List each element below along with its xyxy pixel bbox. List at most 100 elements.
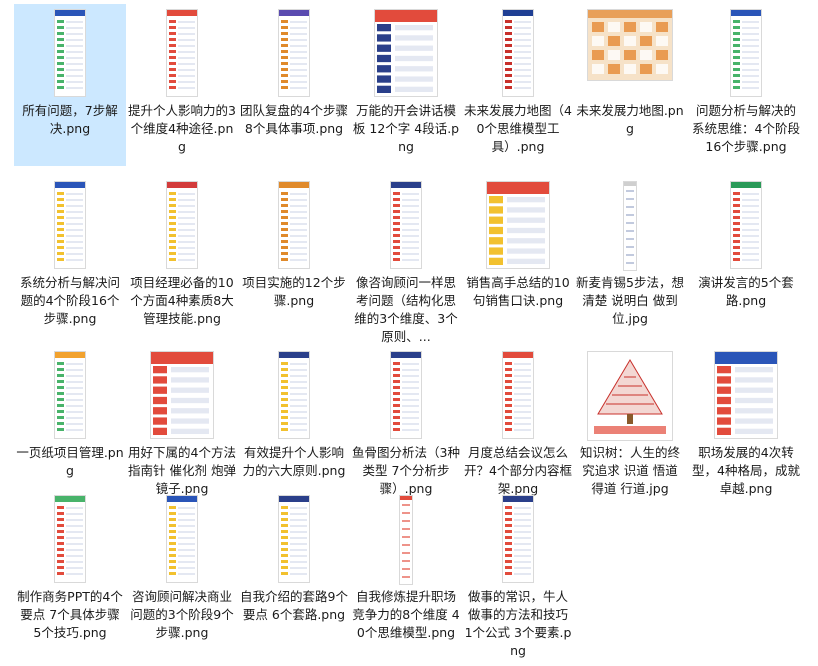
file-name-label: 销售高手总结的10句销售口诀.png [466,275,570,308]
file-thumbnail [690,10,802,102]
file-thumbnail [574,10,686,102]
file-item[interactable]: 提升个人影响力的3个维度4种途径.png [126,4,238,166]
file-name-label: 用好下属的4个方法 指南针 催化剂 炮弹 镜子.png [128,445,236,496]
file-name-label: 知识树：人生的终究追求 识道 悟道 得道 行道.jpg [579,445,680,496]
file-thumbnail-image [279,182,309,268]
file-item[interactable]: 项目经理必备的10个方面4种素质8大管理技能.png [126,176,238,338]
file-thumbnail-image [731,182,761,268]
file-thumbnail-image [731,10,761,96]
file-thumbnail [14,352,126,444]
file-thumbnail [574,182,686,274]
file-item[interactable]: 未来发展力地图.png [574,4,686,166]
file-item[interactable]: 团队复盘的4个步骤8个具体事项.png [238,4,350,166]
file-item[interactable]: 新麦肯锡5步法，想清楚 说明白 做到位.jpg [574,176,686,338]
file-thumbnail-image [400,496,412,584]
file-thumbnail-image [503,496,533,582]
file-thumbnail-image [55,352,85,438]
file-thumbnail-image [503,352,533,438]
file-thumbnail-image [391,352,421,438]
file-name-label: 像咨询顾问一样思考问题（结构化思维的3个维度、3个原则、... [354,275,458,344]
file-thumbnail [462,352,574,444]
file-name-label: 咨询顾问解决商业问题的3个阶段9个步骤.png [130,589,234,640]
file-thumbnail-image [55,10,85,96]
file-thumbnail-image [588,352,672,440]
file-name-label: 月度总结会议怎么开？4个部分内容框架.png [464,445,572,496]
file-thumbnail-image [588,10,672,80]
file-thumbnail [14,182,126,274]
file-item[interactable]: 系统分析与解决问题的4个阶段16个步骤.png [14,176,126,338]
file-item[interactable]: 做事的常识，牛人做事的方法和技巧 1个公式 3个要素.png [462,490,574,658]
file-item[interactable]: 鱼骨图分析法（3种类型 7个分析步骤）.png [350,346,462,508]
file-thumbnail-image [167,496,197,582]
file-thumbnail [462,10,574,102]
file-item[interactable]: 销售高手总结的10句销售口诀.png [462,176,574,338]
file-thumbnail-image [279,352,309,438]
file-item[interactable]: 咨询顾问解决商业问题的3个阶段9个步骤.png [126,490,238,652]
file-thumbnail [14,10,126,102]
file-name-label: 有效提升个人影响力的六大原则.png [242,445,346,478]
file-name-label: 做事的常识，牛人做事的方法和技巧 1个公式 3个要素.png [464,589,572,658]
file-thumbnail [350,352,462,444]
file-name-label: 鱼骨图分析法（3种类型 7个分析步骤）.png [352,445,460,496]
file-item[interactable]: 月度总结会议怎么开？4个部分内容框架.png [462,346,574,508]
file-name-label: 所有问题，7步解决.png [22,103,118,136]
file-item[interactable]: 自我修炼提升职场竞争力的8个维度 40个思维模型.png [350,490,462,652]
file-thumbnail [350,10,462,102]
file-thumbnail-image [167,10,197,96]
file-item[interactable]: 像咨询顾问一样思考问题（结构化思维的3个维度、3个原则、... [350,176,462,344]
file-name-label: 演讲发言的5个套路.png [698,275,794,308]
file-thumbnail-image [487,182,549,268]
file-thumbnail [238,182,350,274]
file-item[interactable]: 职场发展的4次转型，4种格局，成就卓越.png [690,346,802,508]
file-item[interactable]: 用好下属的4个方法 指南针 催化剂 炮弹 镜子.png [126,346,238,508]
file-thumbnail-image [279,496,309,582]
file-thumbnail [126,182,238,274]
file-item[interactable]: 所有问题，7步解决.png [14,4,126,166]
file-item[interactable]: 问题分析与解决的系统思维：4个阶段16个步骤.png [690,4,802,166]
file-name-label: 新麦肯锡5步法，想清楚 说明白 做到位.jpg [576,275,684,326]
file-name-label: 项目经理必备的10个方面4种素质8大管理技能.png [130,275,234,326]
file-thumbnail [462,182,574,274]
file-name-label: 系统分析与解决问题的4个阶段16个步骤.png [19,275,120,326]
file-thumbnail [462,496,574,588]
file-item[interactable]: 自我介绍的套路9个要点 6个套路.png [238,490,350,652]
file-thumbnail [14,496,126,588]
file-thumbnail-image [503,10,533,96]
file-thumbnail-image [55,182,85,268]
file-item[interactable]: 一页纸项目管理.png [14,346,126,508]
file-item[interactable]: 项目实施的12个步骤.png [238,176,350,338]
file-name-label: 职场发展的4次转型，4种格局，成就卓越.png [692,445,800,496]
file-item[interactable]: 有效提升个人影响力的六大原则.png [238,346,350,508]
file-name-label: 团队复盘的4个步骤8个具体事项.png [240,103,348,136]
file-thumbnail-image [624,182,636,270]
file-thumbnail [238,10,350,102]
file-name-label: 未来发展力地图.png [576,103,684,136]
file-name-label: 万能的开会讲话模板 12个字 4段话.png [352,103,460,154]
file-item[interactable]: 制作商务PPT的4个要点 7个具体步骤 5个技巧.png [14,490,126,652]
file-thumbnail-image [375,10,437,96]
file-thumbnail [126,10,238,102]
file-name-label: 提升个人影响力的3个维度4种途径.png [128,103,236,154]
file-name-label: 制作商务PPT的4个要点 7个具体步骤 5个技巧.png [17,589,123,640]
file-item[interactable]: 万能的开会讲话模板 12个字 4段话.png [350,4,462,166]
file-thumbnail [238,352,350,444]
file-thumbnail [350,496,462,588]
file-item[interactable]: 未来发展力地图（40个思维模型工具）.png [462,4,574,166]
file-item[interactable]: 知识树：人生的终究追求 识道 悟道 得道 行道.jpg [574,346,686,508]
file-name-label: 未来发展力地图（40个思维模型工具）.png [464,103,572,154]
file-thumbnail-image [151,352,213,438]
file-thumbnail [238,496,350,588]
file-thumbnail-image [715,352,777,438]
file-name-label: 自我介绍的套路9个要点 6个套路.png [240,589,348,622]
file-thumbnail-image [55,496,85,582]
file-name-label: 项目实施的12个步骤.png [242,275,346,308]
file-name-label: 问题分析与解决的系统思维：4个阶段16个步骤.png [692,103,800,154]
file-thumbnail [126,352,238,444]
file-thumbnail [690,352,802,444]
file-thumbnail [126,496,238,588]
file-thumbnail-image [167,182,197,268]
file-item[interactable]: 演讲发言的5个套路.png [690,176,802,338]
file-thumbnail-image [391,182,421,268]
file-name-label: 自我修炼提升职场竞争力的8个维度 40个思维模型.png [352,589,460,640]
